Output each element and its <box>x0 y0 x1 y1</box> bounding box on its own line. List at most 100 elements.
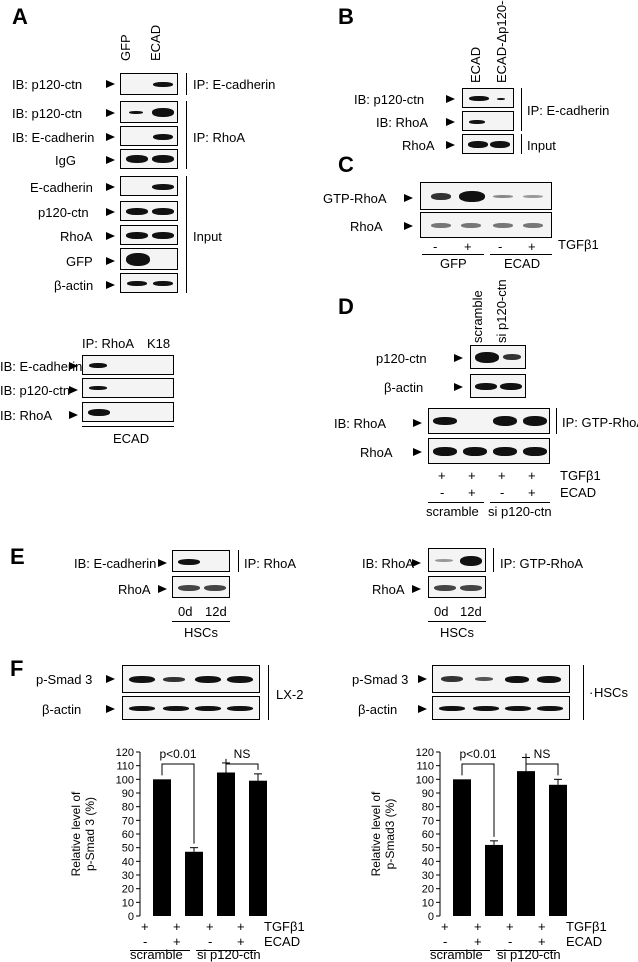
blot-band <box>523 195 543 198</box>
blot-strip <box>420 182 552 210</box>
group-label: HSCs <box>440 625 474 640</box>
sign: + <box>528 468 536 483</box>
blot-band <box>475 677 493 681</box>
bar <box>217 772 235 916</box>
row-label: GFP <box>66 254 93 269</box>
row-label: IB: RhoA <box>362 556 415 571</box>
y-tick-label: 120 <box>416 747 434 759</box>
arrow-icon <box>412 585 421 593</box>
y-tick-label: 90 <box>422 788 434 800</box>
sign: - <box>143 934 148 949</box>
y-tick-label: 30 <box>122 870 134 882</box>
blot-band <box>204 585 226 591</box>
blot-band <box>153 82 173 87</box>
arrow-icon <box>446 141 455 149</box>
y-tick-label: 20 <box>122 884 134 896</box>
bracket-line <box>186 101 187 169</box>
row-label: IB: p120-ctn <box>12 106 83 121</box>
blot-strip <box>470 345 526 369</box>
blot-band <box>152 184 174 190</box>
ns-label: NS <box>234 747 251 761</box>
blot-strip <box>120 248 178 270</box>
panel-label-f: F <box>10 656 24 681</box>
panel-label-d: D <box>338 294 354 319</box>
arrow-icon <box>106 80 115 88</box>
blot-band <box>153 134 173 140</box>
blot-band <box>195 706 221 711</box>
group-underline <box>428 621 486 622</box>
significance-bracket <box>461 763 495 837</box>
row-label: RhoA <box>118 582 151 597</box>
sign: + <box>498 468 506 483</box>
blot-strip <box>428 438 550 464</box>
group-underline <box>130 950 190 951</box>
cell-label-dot: · <box>589 685 594 700</box>
row-label: RhoA <box>360 445 393 460</box>
y-tick-label: 120 <box>116 747 134 759</box>
blot-strip <box>120 126 178 146</box>
sign: - <box>433 239 438 254</box>
significance-bracket <box>525 753 559 776</box>
row-label: p120-ctn <box>38 205 89 220</box>
arrow-icon <box>418 705 427 713</box>
blot-band <box>431 223 451 228</box>
sign: - <box>498 239 503 254</box>
y-axis-label: Relative level of <box>369 791 383 876</box>
blot-band <box>460 585 482 591</box>
group-underline <box>430 950 490 951</box>
blot-strip <box>120 101 178 123</box>
arrow-icon <box>106 109 115 117</box>
arrow-icon <box>106 208 115 216</box>
sign: + <box>441 919 449 934</box>
arrow-icon <box>69 386 78 394</box>
sign: - <box>440 485 445 500</box>
col-label-ecad-delta: ECAD-Δp120-ctn <box>494 0 509 83</box>
blot-strip <box>428 576 486 598</box>
y-tick-label: 100 <box>116 774 134 786</box>
blot-band <box>152 155 174 163</box>
row-label: E-cadherin <box>30 180 93 195</box>
ip-header: IP: RhoA <box>82 336 135 351</box>
row-label: IB: E-cadherin <box>12 130 95 145</box>
bracket-line <box>583 665 584 720</box>
bracket-line <box>268 665 269 720</box>
y-tick-label: 10 <box>122 897 134 909</box>
bar <box>249 780 267 916</box>
sign: + <box>173 934 181 949</box>
input-label: Input <box>193 229 222 244</box>
blot-band <box>126 208 148 215</box>
sign: + <box>468 468 476 483</box>
group-label: scramble <box>426 504 479 519</box>
blot-band <box>505 676 529 683</box>
blot-band <box>461 223 481 228</box>
blot-band <box>178 585 200 591</box>
panel-label-b: B <box>338 4 354 29</box>
arrow-icon <box>454 383 463 391</box>
treatment-label: TGFβ1 <box>566 919 607 934</box>
blot-band <box>523 223 543 228</box>
y-axis-label: p-Smad3 (%) <box>383 799 397 870</box>
ip-label: IP: RhoA <box>244 556 297 571</box>
y-axis-label: p-Smad 3 (%) <box>83 797 97 871</box>
blot-band <box>163 677 185 682</box>
blot-strip <box>172 550 230 572</box>
blot-strip <box>428 408 550 434</box>
blot-band <box>439 706 465 711</box>
arrow-icon <box>158 559 167 567</box>
arrow-icon <box>106 232 115 240</box>
arrow-icon <box>106 156 115 164</box>
blot-strip <box>82 355 174 375</box>
blot-band <box>178 559 200 565</box>
blot-band <box>152 208 174 215</box>
blot-band <box>463 447 487 456</box>
arrow-icon <box>106 675 115 683</box>
sign: - <box>208 934 213 949</box>
col-label-si-p120: si p120-ctn <box>494 279 509 343</box>
col-label-ecad: ECAD <box>148 24 163 61</box>
blot-band <box>227 676 253 683</box>
y-axis-label: Relative level of <box>69 791 83 876</box>
treatment-label: ECAD <box>560 485 597 500</box>
blot-band <box>152 108 174 117</box>
blot-band <box>468 141 488 148</box>
